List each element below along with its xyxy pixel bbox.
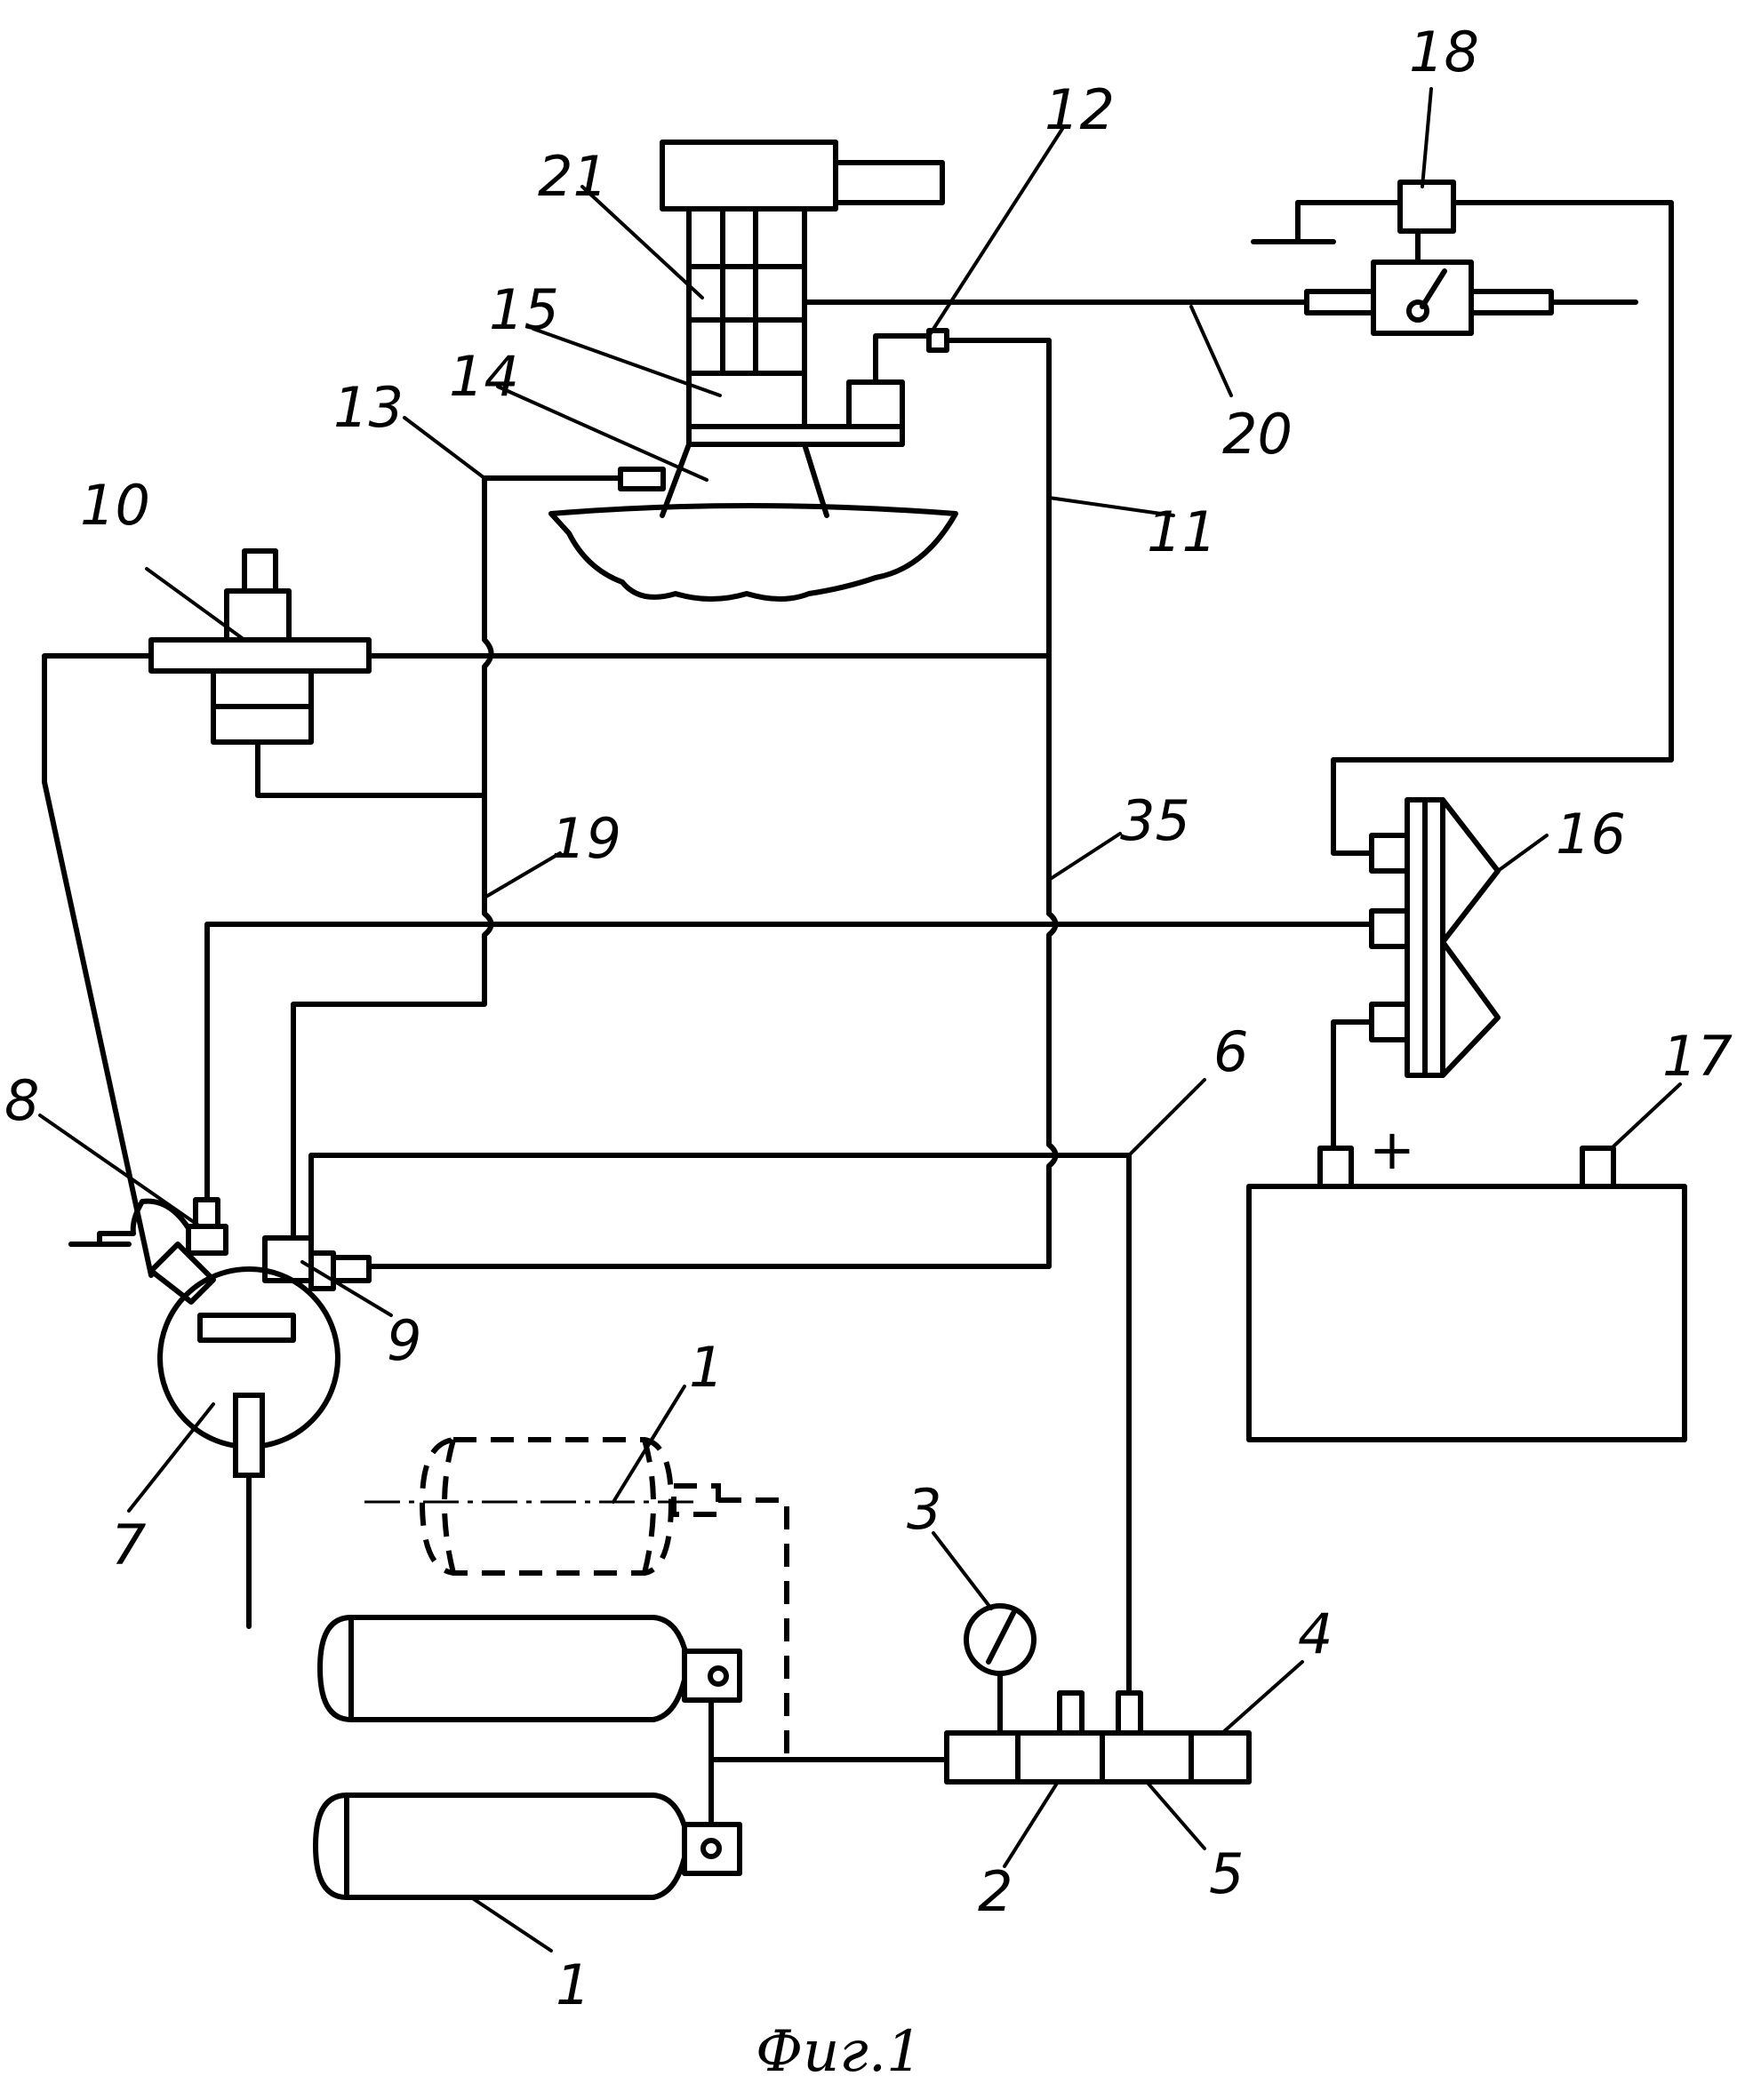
engine-assembly — [548, 140, 958, 602]
label-18: 18 — [1409, 20, 1479, 84]
figure-caption: Фиг.1 — [756, 2019, 923, 2085]
regulator-10 — [148, 548, 372, 745]
label-14: 14 — [449, 344, 519, 409]
gauge-18 — [1251, 180, 1638, 336]
label-1-dashed: 1 — [689, 1335, 724, 1400]
manifold-block — [944, 1603, 1252, 1785]
label-20: 20 — [1222, 402, 1293, 467]
label-3: 3 — [907, 1477, 941, 1542]
label-21: 21 — [538, 144, 608, 209]
label-6: 6 — [1213, 1019, 1248, 1084]
label-4: 4 — [1298, 1601, 1333, 1666]
battery-plus-sign: + — [1369, 1117, 1415, 1182]
vaporizer-7 — [68, 1197, 372, 1629]
label-8: 8 — [4, 1068, 39, 1133]
label-16: 16 — [1556, 802, 1626, 866]
label-11: 11 — [1147, 499, 1217, 564]
label-13: 13 — [333, 375, 404, 440]
labels: 21 15 14 13 12 18 20 11 10 35 19 16 17 6… — [4, 20, 1733, 2085]
label-12: 12 — [1045, 77, 1115, 142]
leader-lines — [38, 87, 1682, 1952]
battery-17 — [1246, 1146, 1687, 1442]
gas-cylinders — [313, 1437, 949, 1900]
switch-16 — [1369, 797, 1501, 1078]
label-17: 17 — [1662, 1024, 1733, 1089]
label-1-bottom: 1 — [556, 1952, 590, 2017]
label-5: 5 — [1209, 1841, 1244, 1906]
label-19: 19 — [551, 806, 621, 871]
label-15: 15 — [489, 277, 559, 342]
label-10: 10 — [80, 473, 150, 538]
wiring — [42, 200, 1674, 1696]
label-7: 7 — [111, 1513, 146, 1577]
label-9: 9 — [387, 1308, 421, 1373]
label-2: 2 — [978, 1859, 1013, 1924]
label-35: 35 — [1120, 788, 1190, 853]
